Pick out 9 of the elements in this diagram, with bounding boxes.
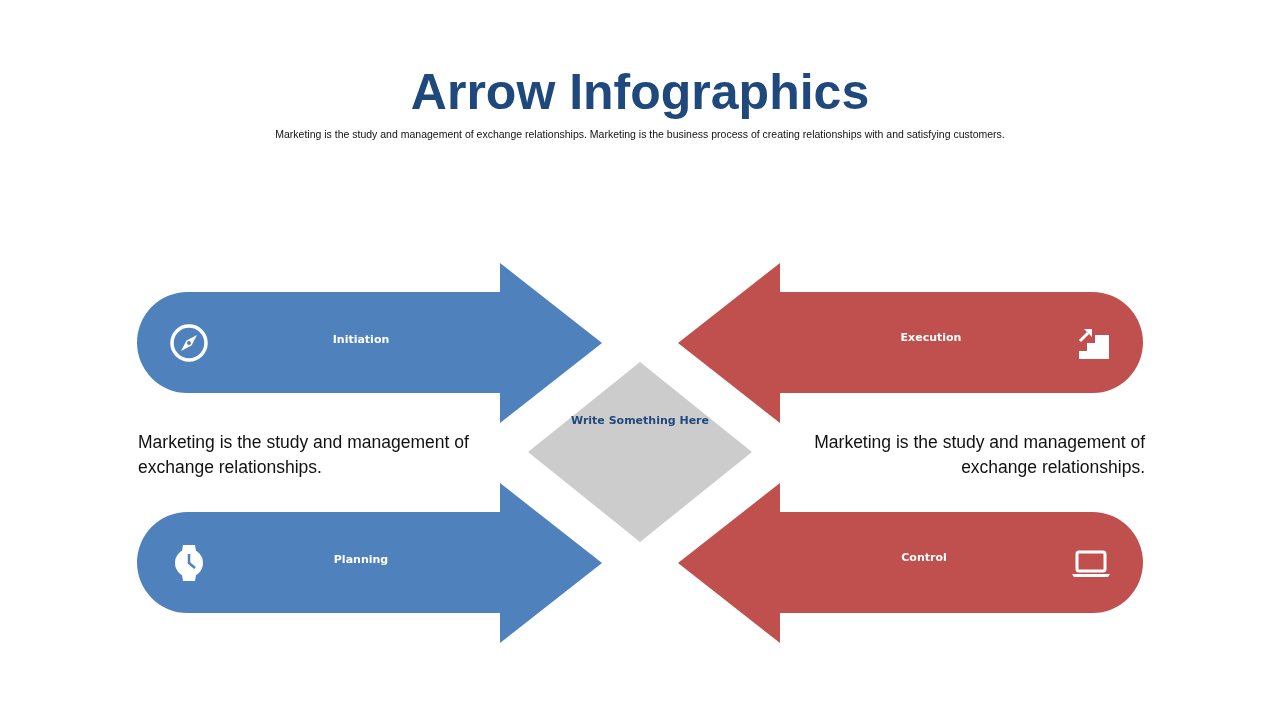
step-label: Execution	[900, 330, 962, 344]
description-text: Marketing is the study and management of exchange relationships.	[813, 431, 1145, 480]
step-label: Control	[901, 550, 947, 564]
step-label: Planning	[333, 552, 389, 566]
subtitle: Marketing is the study and management of exchange relationships. Marketing is the business process of creating relationships with and satisfying customers.	[274, 127, 1006, 142]
step-label: Initiation	[332, 332, 390, 346]
description-text: Marketing is the study and management of exchange relationships.	[138, 431, 470, 480]
center-label: Write Something Here	[571, 413, 709, 427]
title: Arrow Infographics	[409, 63, 871, 122]
